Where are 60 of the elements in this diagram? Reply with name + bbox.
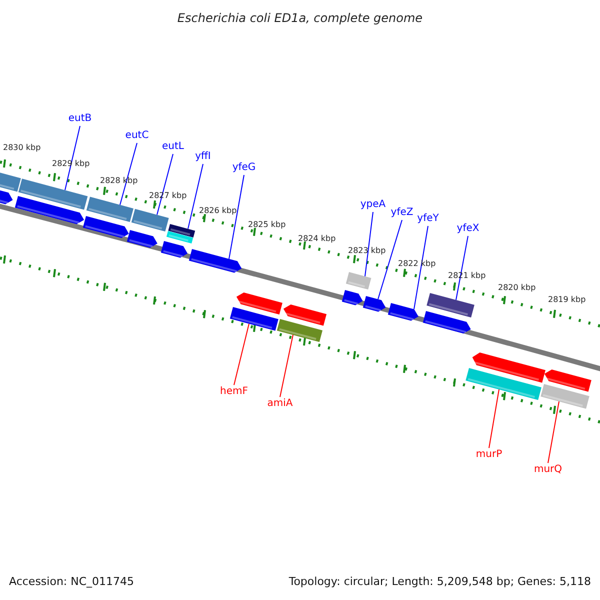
leader-line [228,174,244,260]
leader-line [414,226,428,310]
leader-line [120,142,138,206]
gene-feature [0,189,13,204]
gene-feature [466,368,542,400]
gene-label: yfeX [456,224,480,234]
gene-feature [540,384,590,409]
gene-label: yfeZ [390,208,414,218]
gene-label: murQ [534,465,562,475]
scale-label: 2823 kbp [348,247,386,255]
gene-feature [14,196,84,224]
title: Escherichia coli ED1a, complete genome [177,12,423,24]
gene-label: hemF [220,387,248,397]
gene-feature [160,241,188,258]
scale-label: 2830 kbp [3,144,41,152]
gene-feature [276,319,322,342]
leader-line [364,212,374,277]
scale-label: 2820 kbp [498,284,536,292]
gene-feature [362,296,386,312]
gene-feature [472,352,546,383]
gene-feature [342,290,363,306]
genome-info-note: Topology: circular; Length: 5,209,548 bp; Genes: 5,118 [288,576,591,587]
gene-feature [126,230,158,248]
leader-line [280,334,294,398]
gene-label: eutC [125,131,149,141]
gene-label: yfeG [232,163,256,173]
gene-feature [86,196,134,222]
scale-label: 2826 kbp [199,207,237,215]
gene-feature [544,370,592,392]
gene-feature [230,307,278,331]
gene-feature [0,170,21,192]
accession-note: Accession: NC_011745 [9,576,134,587]
gene-label: yffI [195,152,211,162]
gene-feature [426,293,474,318]
gene-feature [388,303,418,321]
leader-line [188,164,204,230]
leader-line [64,126,80,191]
scale-label: 2819 kbp [548,296,586,304]
scale-label: 2824 kbp [298,235,336,243]
gene-feature [166,231,194,244]
gene-feature [346,272,372,290]
gene-feature [422,311,471,334]
gene-feature [283,304,327,326]
gene-label: ypeA [360,200,386,210]
gene-label: eutB [68,114,92,124]
gene-feature [188,249,242,273]
leader-line [234,323,250,386]
gene-label: eutL [162,142,184,152]
scale-label: 2825 kbp [248,221,286,229]
gene-label: yfeY [417,214,439,224]
gene-feature [18,178,88,210]
gene-feature [236,292,282,314]
leader-line [488,389,500,448]
leader-line [548,400,560,464]
gene-label: murP [476,450,502,460]
gene-feature [131,208,169,232]
leader-line [378,220,402,300]
gene-label: amiA [267,399,293,409]
gene-feature [168,224,196,238]
gene-feature [82,216,129,238]
